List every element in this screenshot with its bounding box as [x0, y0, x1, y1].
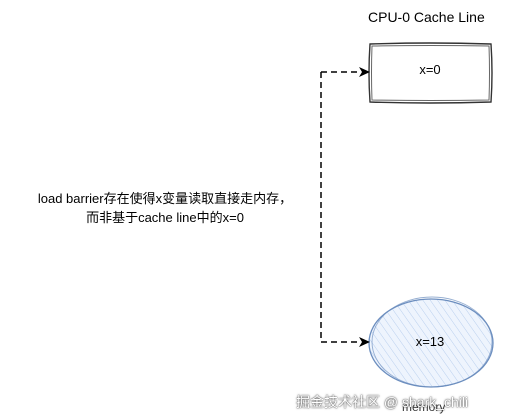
annotation-line-1: load barrier存在使得x变量读取直接走内存， — [37, 191, 293, 206]
arrowhead-to-cache — [359, 67, 370, 77]
memory-blob — [368, 296, 494, 388]
watermark-text: 掘金技术社区 @ shark_chili — [296, 394, 469, 410]
annotation-line-2: 而非基于cache line中的x=0 — [86, 210, 244, 225]
memory-caption: memory — [402, 400, 446, 414]
cache-value-label: x=0 — [419, 62, 441, 77]
arrowhead-to-memory — [359, 337, 370, 347]
annotation-text: load barrier存在使得x变量读取直接走内存， 而非基于cache li… — [5, 189, 325, 227]
connector-arrow — [320, 71, 360, 343]
cache-line-box — [368, 42, 493, 104]
cache-line-title: CPU-0 Cache Line — [368, 9, 485, 25]
memory-value-label: x=13 — [415, 334, 445, 349]
